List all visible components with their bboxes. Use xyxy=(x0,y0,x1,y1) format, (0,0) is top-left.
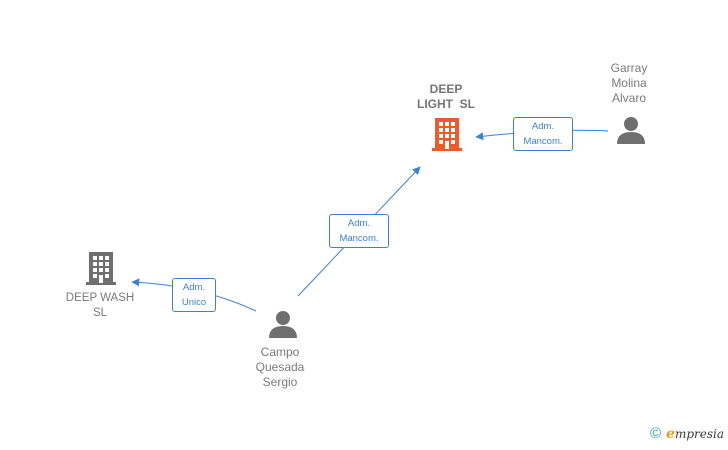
person-icon[interactable] xyxy=(268,310,298,338)
edge-label-garray-to-deep-light[interactable]: Adm. Mancom. xyxy=(513,117,573,151)
copyright-symbol: © xyxy=(649,425,662,442)
brand-logo: empresia xyxy=(666,426,724,442)
person-icon[interactable] xyxy=(616,116,646,144)
node-label-deep-wash: DEEP WASH SL xyxy=(65,292,135,319)
brand-watermark: © empresia xyxy=(649,425,724,443)
node-label-deep-light: DEEP LIGHT SL xyxy=(417,82,475,111)
building-icon[interactable] xyxy=(430,116,464,152)
building-icon[interactable] xyxy=(84,250,118,286)
edge-label-campo-to-deep-light[interactable]: Adm. Mancom. xyxy=(329,214,389,248)
edge-label-campo-to-deep-wash[interactable]: Adm. Unico xyxy=(172,278,216,312)
node-label-campo: Campo Quesada Sergio xyxy=(255,345,305,389)
node-label-garray: Garray Molina Alvaro xyxy=(610,61,648,105)
